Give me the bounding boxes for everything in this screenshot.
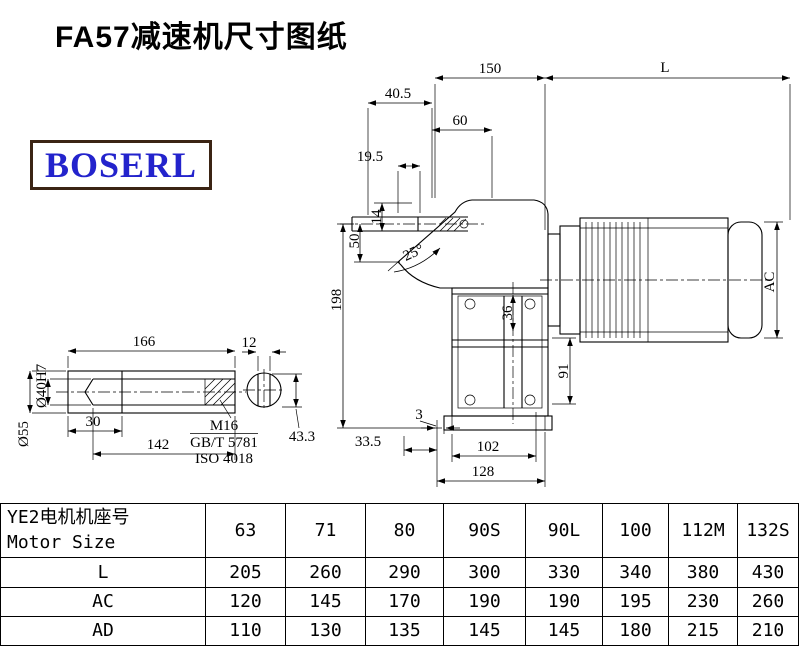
motor-outline [540, 217, 772, 343]
size-col-header: 63 [205, 502, 286, 559]
motor-size-table: YE2电机机座号 Motor Size 63 71 80 90S 90L 100… [0, 502, 799, 646]
value-cell: 120 [205, 586, 286, 617]
extension-lines [32, 84, 791, 487]
dim-14: 14 [369, 209, 385, 225]
value-cell: 190 [525, 586, 603, 617]
motor-size-header-en: Motor Size [7, 531, 116, 553]
value-cell: 195 [602, 586, 669, 617]
dimension-lines [27, 75, 790, 484]
value-cell: 340 [602, 557, 669, 588]
label-m16: M16 [210, 418, 239, 434]
size-col-header: 112M [668, 502, 738, 559]
row-label: AC [0, 586, 206, 617]
value-cell: 190 [443, 586, 526, 617]
size-col-header: 90L [525, 502, 603, 559]
dim-91: 91 [556, 364, 572, 379]
value-cell: 110 [205, 615, 286, 646]
dim-43-3: 43.3 [289, 429, 315, 445]
dim-dia55: Ø55 [16, 421, 32, 447]
value-cell: 180 [602, 615, 669, 646]
value-cell: 210 [737, 615, 799, 646]
table-header-row: YE2电机机座号 Motor Size 63 71 80 90S 90L 100… [0, 502, 799, 559]
value-cell: 290 [365, 557, 444, 588]
size-col-header: 90S [443, 502, 526, 559]
technical-drawing: 150 L 40.5 60 19.5 14 50 25° 198 36 91 A… [16, 60, 791, 487]
size-col-header: 132S [737, 502, 799, 559]
table-row-AD: AD 110 130 135 145 145 180 215 210 [0, 615, 799, 646]
dim-3: 3 [415, 407, 423, 423]
table-row-AC: AC 120 145 170 190 190 195 230 260 [0, 586, 799, 617]
value-cell: 145 [443, 615, 526, 646]
dim-198: 198 [329, 289, 345, 312]
dim-60: 60 [453, 113, 468, 129]
table-row-L: L 205 260 290 300 330 340 380 430 [0, 557, 799, 588]
value-cell: 135 [365, 615, 444, 646]
size-col-header: 71 [285, 502, 366, 559]
row-label: AD [0, 615, 206, 646]
dim-50: 50 [347, 234, 363, 249]
value-cell: 205 [205, 557, 286, 588]
label-iso-4018: ISO 4018 [195, 451, 253, 467]
row-label: L [0, 557, 206, 588]
dim-dia40H7: Ø40H7 [34, 363, 50, 408]
brand-logo: BOSERL [30, 140, 213, 190]
dimension-labels: 150 L 40.5 60 19.5 14 50 25° 198 36 91 A… [16, 60, 778, 480]
dim-30: 30 [86, 414, 101, 430]
size-col-header: 80 [365, 502, 444, 559]
dim-128: 128 [472, 464, 495, 480]
dim-L: L [660, 60, 669, 76]
dim-150: 150 [479, 61, 502, 77]
dim-AC: AC [762, 272, 778, 293]
value-cell: 130 [285, 615, 366, 646]
value-cell: 430 [737, 557, 799, 588]
dim-142: 142 [147, 437, 170, 453]
value-cell: 260 [737, 586, 799, 617]
size-col-header: 100 [602, 502, 669, 559]
label-gbt-5781: GB/T 5781 [190, 435, 258, 451]
value-cell: 170 [365, 586, 444, 617]
main-view-outline [340, 199, 553, 431]
value-cell: 260 [285, 557, 366, 588]
dim-19-5: 19.5 [357, 149, 383, 165]
value-cell: 145 [525, 615, 603, 646]
value-cell: 145 [285, 586, 366, 617]
shaft-detail-view [56, 369, 285, 434]
motor-size-header: YE2电机机座号 Motor Size [0, 502, 206, 559]
page-title: FA57减速机尺寸图纸 [55, 21, 348, 54]
dim-36: 36 [500, 305, 516, 321]
value-cell: 330 [525, 557, 603, 588]
dim-33-5: 33.5 [355, 434, 381, 450]
value-cell: 230 [668, 586, 738, 617]
dim-166: 166 [133, 334, 156, 350]
dim-40-5: 40.5 [385, 86, 411, 102]
dim-102: 102 [477, 439, 500, 455]
value-cell: 215 [668, 615, 738, 646]
value-cell: 300 [443, 557, 526, 588]
dim-12: 12 [242, 335, 257, 351]
value-cell: 380 [668, 557, 738, 588]
motor-size-header-cn: YE2电机机座号 [7, 507, 130, 529]
